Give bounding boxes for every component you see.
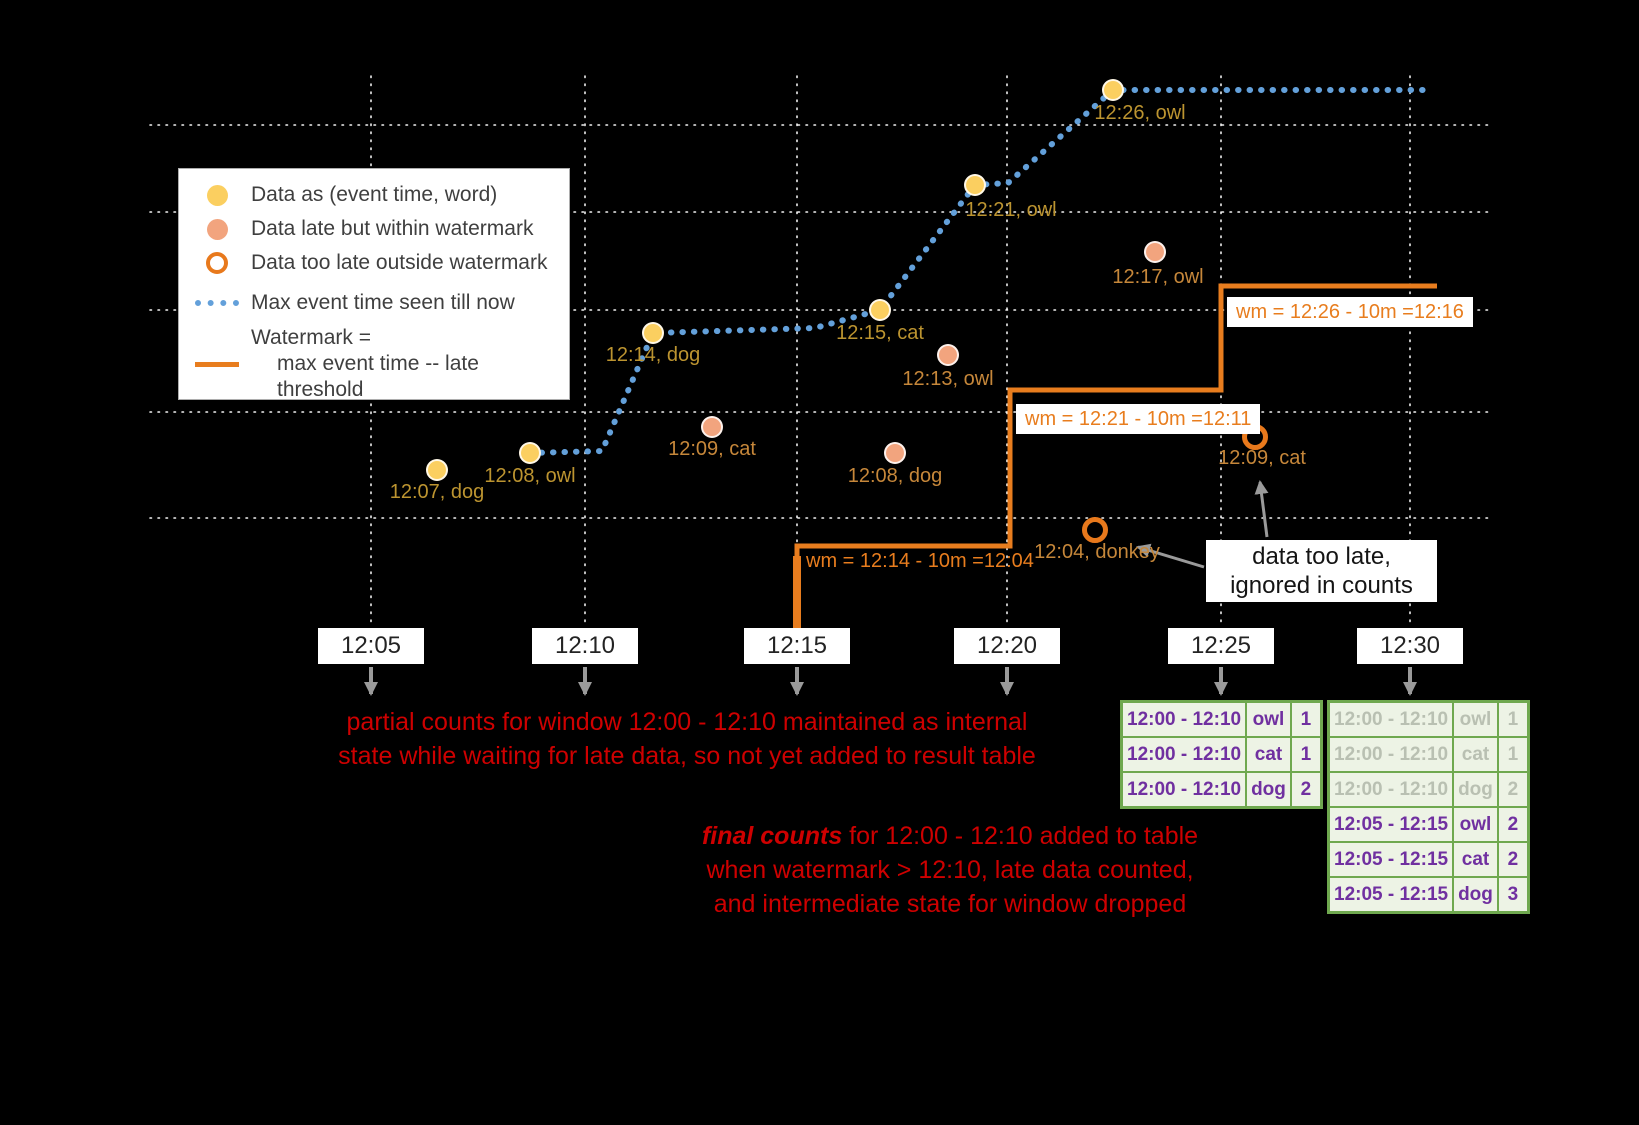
- watermark-label-3: wm = 12:26 - 10m =12:16: [1227, 297, 1473, 327]
- dot-12-07-dog: [426, 459, 448, 481]
- cell-count: 2: [1496, 841, 1530, 878]
- cell-count: 2: [1496, 806, 1530, 843]
- too-late-ring-icon: [195, 252, 239, 274]
- table-row: 12:00 - 12:10 dog 2: [1120, 771, 1323, 809]
- cell-count: 1: [1496, 700, 1530, 738]
- table-row: 12:05 - 12:15 dog 3: [1327, 876, 1530, 914]
- legend-item-late: Data late but within watermark: [195, 217, 557, 241]
- point-label: 12:26, owl: [1094, 102, 1186, 124]
- late-dot-icon: [195, 218, 239, 240]
- cell-word: owl: [1245, 700, 1292, 738]
- legend-item-watermark: Watermark = max event time -- late thres…: [195, 325, 557, 403]
- cell-window: 12:00 - 12:10: [1327, 700, 1455, 738]
- cell-count: 2: [1496, 771, 1530, 808]
- time-label-12-30: 12:30: [1357, 628, 1463, 664]
- dot-late-12-08-dog: [884, 442, 906, 464]
- dot-late-12-09-cat: [701, 416, 723, 438]
- dot-12-21-owl: [964, 174, 986, 196]
- cell-word: owl: [1452, 700, 1499, 738]
- legend-item-max-event-time: Max event time seen till now: [195, 291, 557, 315]
- annotation-partial-counts: partial counts for window 12:00 - 12:10 …: [338, 708, 1036, 770]
- table-row: 12:00 - 12:10 owl 1: [1327, 700, 1530, 738]
- dot-12-15-cat: [869, 299, 891, 321]
- legend-label: Data too late outside watermark: [251, 251, 548, 274]
- table-row: 12:00 - 12:10 cat 1: [1327, 736, 1530, 773]
- cell-window: 12:00 - 12:10: [1120, 700, 1248, 738]
- cell-window: 12:00 - 12:10: [1120, 736, 1248, 773]
- cell-word: cat: [1452, 841, 1499, 878]
- time-label-12-25: 12:25: [1168, 628, 1274, 664]
- point-label: 12:09, cat: [1218, 447, 1306, 469]
- table-row: 12:05 - 12:15 cat 2: [1327, 841, 1530, 878]
- table-row: 12:00 - 12:10 dog 2: [1327, 771, 1530, 808]
- point-label: 12:21, owl: [965, 199, 1057, 221]
- time-label-12-20: 12:20: [954, 628, 1060, 664]
- cell-window: 12:05 - 12:15: [1327, 841, 1455, 878]
- point-label: 12:08, dog: [847, 465, 943, 487]
- point-label: 12:07, dog: [389, 481, 485, 503]
- cell-word: cat: [1245, 736, 1292, 773]
- point-label: 12:14, dog: [605, 344, 701, 366]
- annotation-too-late: data too late, ignored in counts: [1206, 540, 1437, 602]
- result-table-12-25: 12:00 - 12:10 owl 1 12:00 - 12:10 cat 1 …: [1120, 700, 1323, 809]
- too-late-pointer-arrows: [1136, 480, 1269, 569]
- cell-word: dog: [1452, 876, 1499, 914]
- cell-count: 1: [1289, 700, 1323, 738]
- watermark-label-2: wm = 12:21 - 10m =12:11: [1016, 404, 1261, 434]
- cell-word: owl: [1452, 806, 1499, 843]
- cell-word: dog: [1245, 771, 1292, 809]
- dot-12-14-dog: [642, 322, 664, 344]
- cell-window: 12:05 - 12:15: [1327, 806, 1455, 843]
- result-table-12-30: 12:00 - 12:10 owl 1 12:00 - 12:10 cat 1 …: [1327, 700, 1530, 914]
- legend-item-on-time: Data as (event time, word): [195, 183, 557, 207]
- point-label: 12:13, owl: [902, 368, 994, 390]
- dot-late-12-13-owl: [937, 344, 959, 366]
- cell-word: cat: [1452, 736, 1499, 773]
- table-row: 12:00 - 12:10 owl 1: [1120, 700, 1323, 738]
- table-row: 12:05 - 12:15 owl 2: [1327, 806, 1530, 843]
- cell-count: 3: [1496, 876, 1530, 914]
- cell-window: 12:05 - 12:15: [1327, 876, 1455, 914]
- legend-label: Watermark = max event time -- late thres…: [251, 326, 479, 401]
- cell-count: 1: [1496, 736, 1530, 773]
- final-counts-emphasis: final counts: [701, 822, 843, 850]
- ring-too-late-12-04-donkey: [1082, 517, 1108, 543]
- legend-item-too-late: Data too late outside watermark: [195, 251, 557, 275]
- annotation-final-counts: final counts for 12:00 - 12:10 added to …: [701, 822, 1199, 918]
- legend-label: Data late but within watermark: [251, 217, 534, 240]
- cell-window: 12:00 - 12:10: [1327, 736, 1455, 773]
- cell-count: 2: [1289, 771, 1323, 809]
- cell-window: 12:00 - 12:10: [1120, 771, 1248, 809]
- table-row: 12:00 - 12:10 cat 1: [1120, 736, 1323, 773]
- watermark-label-1: wm = 12:14 - 10m =12:04: [806, 550, 1034, 572]
- point-label: 12:04, donkey: [1034, 541, 1160, 563]
- point-label: 12:09, cat: [668, 438, 756, 460]
- cell-word: dog: [1452, 771, 1499, 808]
- cell-window: 12:00 - 12:10: [1327, 771, 1455, 808]
- point-label: 12:15, cat: [836, 322, 924, 344]
- time-label-12-05: 12:05: [318, 628, 424, 664]
- axis-trigger-arrows: [364, 667, 1417, 696]
- legend: Data as (event time, word) Data late but…: [178, 168, 570, 403]
- time-label-12-10: 12:10: [532, 628, 638, 664]
- solid-line-icon: [195, 361, 239, 367]
- point-label: 12:17, owl: [1112, 266, 1204, 288]
- legend-label: Max event time seen till now: [251, 291, 515, 314]
- max-event-time-line: [527, 87, 1427, 456]
- cell-count: 1: [1289, 736, 1323, 773]
- dot-late-12-17-owl: [1144, 241, 1166, 263]
- dot-12-26-owl: [1102, 79, 1124, 101]
- dot-12-08-owl: [519, 442, 541, 464]
- on-time-dot-icon: [195, 184, 239, 206]
- dotted-line-icon: [195, 300, 239, 306]
- point-label: 12:08, owl: [484, 465, 576, 487]
- time-label-12-15: 12:15: [744, 628, 850, 664]
- legend-label: Data as (event time, word): [251, 183, 498, 206]
- watermark-line: [794, 283, 1437, 629]
